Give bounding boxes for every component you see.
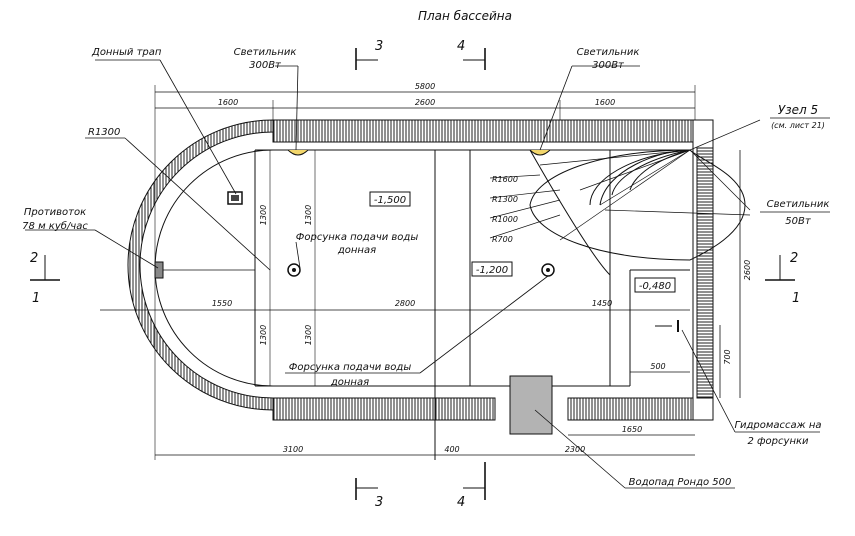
label-nozzle-bottom-2: донная: [330, 377, 369, 388]
dim-top-mid: 2600: [415, 98, 435, 107]
radius-label-2: R1300: [492, 195, 518, 204]
depth-label-2: -1,200: [476, 265, 508, 276]
label-radius-main: R1300: [88, 127, 120, 138]
dim-right-height: 2600: [743, 260, 752, 280]
section-3-bottom: 3: [375, 495, 383, 510]
dim-bottom-end: 2300: [565, 445, 585, 454]
section-3-top: 3: [375, 39, 383, 54]
label-lamp-left-power: 300Вт: [249, 60, 282, 71]
label-lamp-small: Светильник: [767, 199, 830, 210]
label-counterflow: Противоток: [24, 207, 86, 218]
dim-right-small: 700: [723, 349, 732, 364]
dim-bottom-mid: 400: [444, 445, 459, 454]
label-floor-drain: Донный трап: [91, 47, 162, 58]
leaders: [25, 59, 830, 489]
radius-label-4: R700: [492, 235, 513, 244]
section-1-left: 1: [32, 291, 40, 306]
dim-v-lower: 1300: [259, 325, 268, 345]
dim-top-right: 1600: [595, 98, 615, 107]
label-hydromassage-1: Гидромассаж на: [734, 420, 821, 431]
depth-label-3: -0,480: [639, 281, 671, 292]
equipment: [154, 149, 679, 435]
pool-walls: [127, 119, 714, 421]
dim-mid-right: 1450: [592, 299, 612, 308]
section-4-top: 4: [457, 39, 465, 54]
label-lamp-left: Светильник: [234, 47, 297, 58]
dim-v-upper-b: 1300: [304, 205, 313, 225]
label-hydromassage-2: 2 форсунки: [747, 436, 809, 447]
section-1-right: 1: [792, 291, 800, 306]
label-lamp-small-power: 50Вт: [785, 216, 812, 227]
label-nozzle-top-2: донная: [337, 245, 376, 256]
section-2-left: 2: [30, 251, 38, 266]
pool-floor-lines: [100, 149, 690, 460]
dim-top-left: 1600: [218, 98, 238, 107]
section-4-bottom: 4: [457, 495, 465, 510]
dim-mid-center: 2800: [395, 299, 415, 308]
label-waterfall: Водопад Рондо 500: [629, 477, 732, 488]
lamp-left-symbol: [287, 149, 309, 156]
label-lamp-right: Светильник: [577, 47, 640, 58]
label-lamp-right-power: 300Вт: [592, 60, 625, 71]
section-markers: [30, 48, 795, 500]
depth-label-1: -1,500: [374, 195, 406, 206]
label-node: Узел 5: [778, 103, 818, 117]
label-counterflow-rate: 78 м куб/час: [22, 220, 88, 232]
waterfall-symbol: [509, 375, 553, 435]
depth-box-1: [369, 191, 411, 207]
dim-step: 500: [650, 362, 665, 371]
plan-title: План бассейна: [418, 9, 512, 23]
counterflow-symbol: [154, 261, 164, 279]
radius-label-1: R1600: [492, 175, 518, 184]
dim-total: 5800: [415, 82, 435, 91]
dim-bottom-right: 1650: [622, 425, 642, 434]
dim-v-lower-b: 1300: [304, 325, 313, 345]
dim-v-upper: 1300: [259, 205, 268, 225]
label-nozzle-top-1: Форсунка подачи воды: [296, 232, 419, 243]
label-node-ref: (см. лист 21): [771, 121, 825, 130]
section-2-right: 2: [790, 251, 798, 266]
depth-box-2: [471, 261, 513, 277]
dimension-chains: [154, 85, 741, 460]
label-nozzle-bottom-1: Форсунка подачи воды: [289, 362, 412, 373]
depth-box-3: [634, 277, 676, 293]
lamp-right-symbol: [529, 149, 551, 156]
dim-bottom-left: 3100: [283, 445, 303, 454]
radius-label-3: R1000: [492, 215, 518, 224]
dim-mid-left: 1550: [212, 299, 232, 308]
